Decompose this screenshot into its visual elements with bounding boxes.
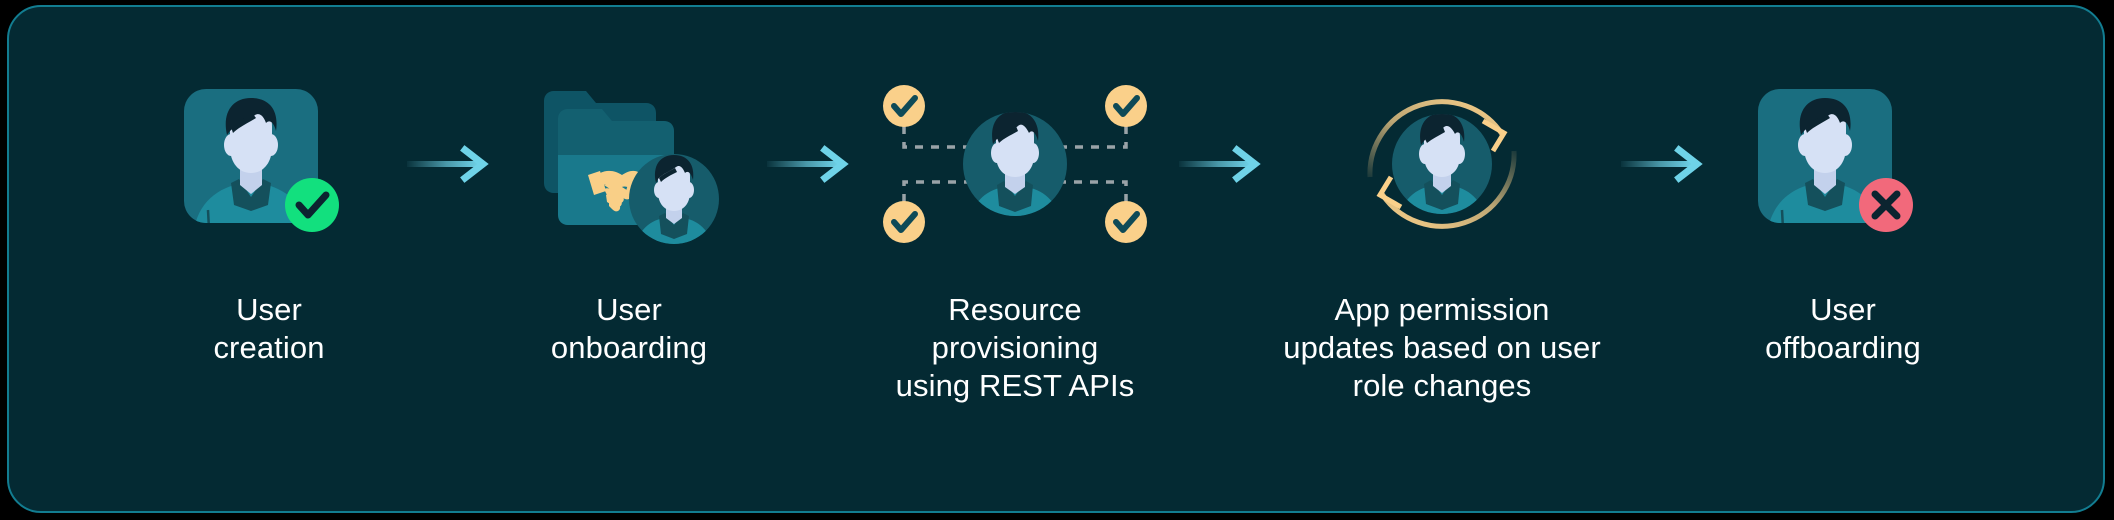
flow-step-label: App permission updates based on user rol… xyxy=(1283,292,1601,403)
sync-arrow-top xyxy=(1367,99,1505,178)
avatar-sync-arrows-icon xyxy=(1352,79,1532,249)
flow-step-label: User creation xyxy=(213,292,325,365)
connector-arrow-3 xyxy=(1165,79,1277,249)
user-lifecycle-flow-panel: User creation xyxy=(7,5,2105,513)
check-badge-bottom-right xyxy=(1105,201,1147,243)
avatar-network-checks-icon xyxy=(865,79,1165,249)
arrow-right-icon xyxy=(407,145,489,183)
sync-arrowhead-top xyxy=(1481,118,1508,153)
flow-step-label: User offboarding xyxy=(1765,292,1921,365)
check-badge-top-left xyxy=(883,85,925,127)
sync-arrowhead-bottom xyxy=(1376,175,1403,210)
connector-arrow-2 xyxy=(753,79,865,249)
sync-arrow-bottom xyxy=(1379,150,1517,229)
flow-step-user-onboarding[interactable]: User onboarding xyxy=(505,79,753,367)
flow-step-user-creation[interactable]: User creation xyxy=(145,79,393,367)
dashed-connector-lines xyxy=(902,126,1128,202)
connector-arrow-1 xyxy=(393,79,505,249)
check-badge-icon xyxy=(285,178,339,232)
flow-step-resource-provisioning[interactable]: Resource provisioning using REST APIs xyxy=(865,79,1165,405)
flow-step-user-offboarding[interactable]: User offboarding xyxy=(1719,79,1967,367)
user-avatar-check-icon xyxy=(178,79,360,249)
arrow-right-icon xyxy=(1621,145,1703,183)
arrow-right-icon xyxy=(767,145,849,183)
flow-step-label: User onboarding xyxy=(550,292,708,365)
flow-steps-row: User creation xyxy=(9,7,2103,511)
flow-step-app-permission-updates[interactable]: App permission updates based on user rol… xyxy=(1277,79,1607,405)
user-avatar-cross-icon xyxy=(1752,79,1934,249)
folders-handshake-avatar-icon xyxy=(534,79,724,249)
arrow-right-icon xyxy=(1179,145,1261,183)
connector-arrow-4 xyxy=(1607,79,1719,249)
check-badge-top-right xyxy=(1105,85,1147,127)
check-badge-bottom-left xyxy=(883,201,925,243)
flow-step-label: Resource provisioning using REST APIs xyxy=(895,292,1135,403)
